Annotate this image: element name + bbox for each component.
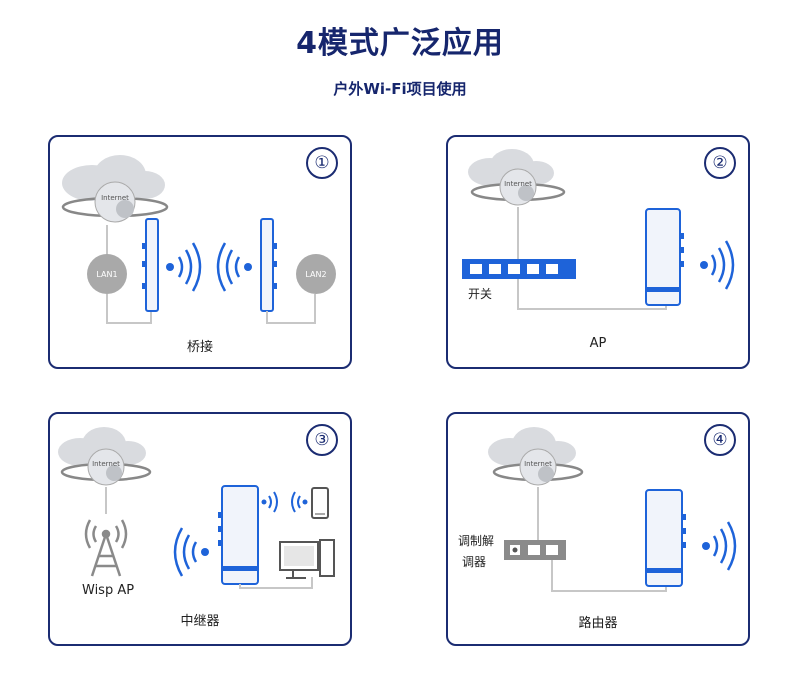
router-device-icon [645,489,686,587]
smartphone-icon [311,487,329,519]
panel-number: ④ [704,424,736,456]
globe-icon: Internet [61,181,169,223]
desktop-computer-icon [279,539,335,579]
bridge-device-right-icon [260,218,277,312]
lan2-label: LAN2 [305,270,326,279]
panel-number: ① [306,147,338,179]
switch-label: 开关 [468,287,493,301]
wifi-signal-icon [702,521,737,571]
internet-label: Internet [101,194,129,202]
ap-diagram: Internet [462,149,735,310]
router-diagram: Internet [488,427,737,592]
wifi-signal-icon [291,491,308,513]
panel-number: ② [704,147,736,179]
bridge-diagram: Internet LAN1 [61,155,336,324]
wifi-signal-icon [261,491,278,513]
panel-caption: 路由器 [578,616,618,631]
modem-label-line1: 调制解 [458,534,495,548]
ap-device-icon [645,208,684,306]
panel-repeater: Internet [48,412,352,646]
bridge-device-left-icon [142,218,159,312]
network-switch-icon [462,259,576,279]
panel-caption: AP [589,336,607,351]
wifi-signal-icon [700,240,735,290]
repeater-device-icon [218,485,259,585]
panel-caption: 桥接 [186,340,213,355]
internet-cloud-icon [62,155,165,201]
lan1-label: LAN1 [96,270,117,279]
internet-label: Internet [92,460,120,468]
wisp-ap-label: Wisp AP [82,583,135,598]
internet-label: Internet [524,460,552,468]
wifi-signal-icon [173,527,209,577]
globe-icon: Internet [60,448,152,486]
cell-tower-icon [84,519,128,577]
lan2-icon: LAN2 [296,254,336,294]
wifi-signal-icon [166,242,202,292]
panel-number: ③ [306,424,338,456]
panel-bridge: Internet LAN1 [48,135,352,369]
lan1-icon: LAN1 [87,254,127,294]
globe-icon: Internet [492,448,584,486]
wifi-signal-icon [216,242,252,292]
modem-icon [504,540,566,560]
globe-icon: Internet [470,168,566,206]
page-subtitle: 户外Wi-Fi项目使用 [333,80,467,98]
page-title: 4模式广泛应用 [296,26,504,61]
panel-caption: 中继器 [180,614,220,629]
panel-router: Internet 调制解 调器 ④ 路由器 [446,412,750,646]
repeater-diagram: Internet [58,427,335,589]
internet-label: Internet [504,180,532,188]
modem-label-line2: 调器 [462,555,487,569]
panel-ap: Internet 开关 ② AP [446,135,750,369]
